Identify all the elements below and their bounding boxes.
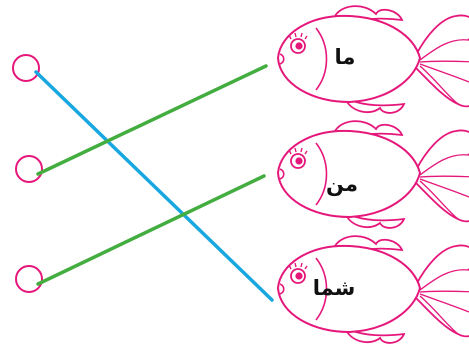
word-label-2: من	[326, 172, 358, 196]
fish-icon	[278, 6, 469, 113]
match-line-green	[38, 176, 264, 284]
match-line-green	[38, 66, 266, 174]
answer-circle[interactable]	[16, 266, 42, 292]
fish-icon	[278, 236, 469, 343]
fish-icon	[278, 121, 469, 228]
match-line-blue	[36, 72, 272, 300]
word-label-1: ما	[335, 45, 356, 69]
answer-circle[interactable]	[13, 55, 39, 81]
answer-circle[interactable]	[16, 156, 42, 182]
word-label-3: شما	[313, 276, 356, 300]
